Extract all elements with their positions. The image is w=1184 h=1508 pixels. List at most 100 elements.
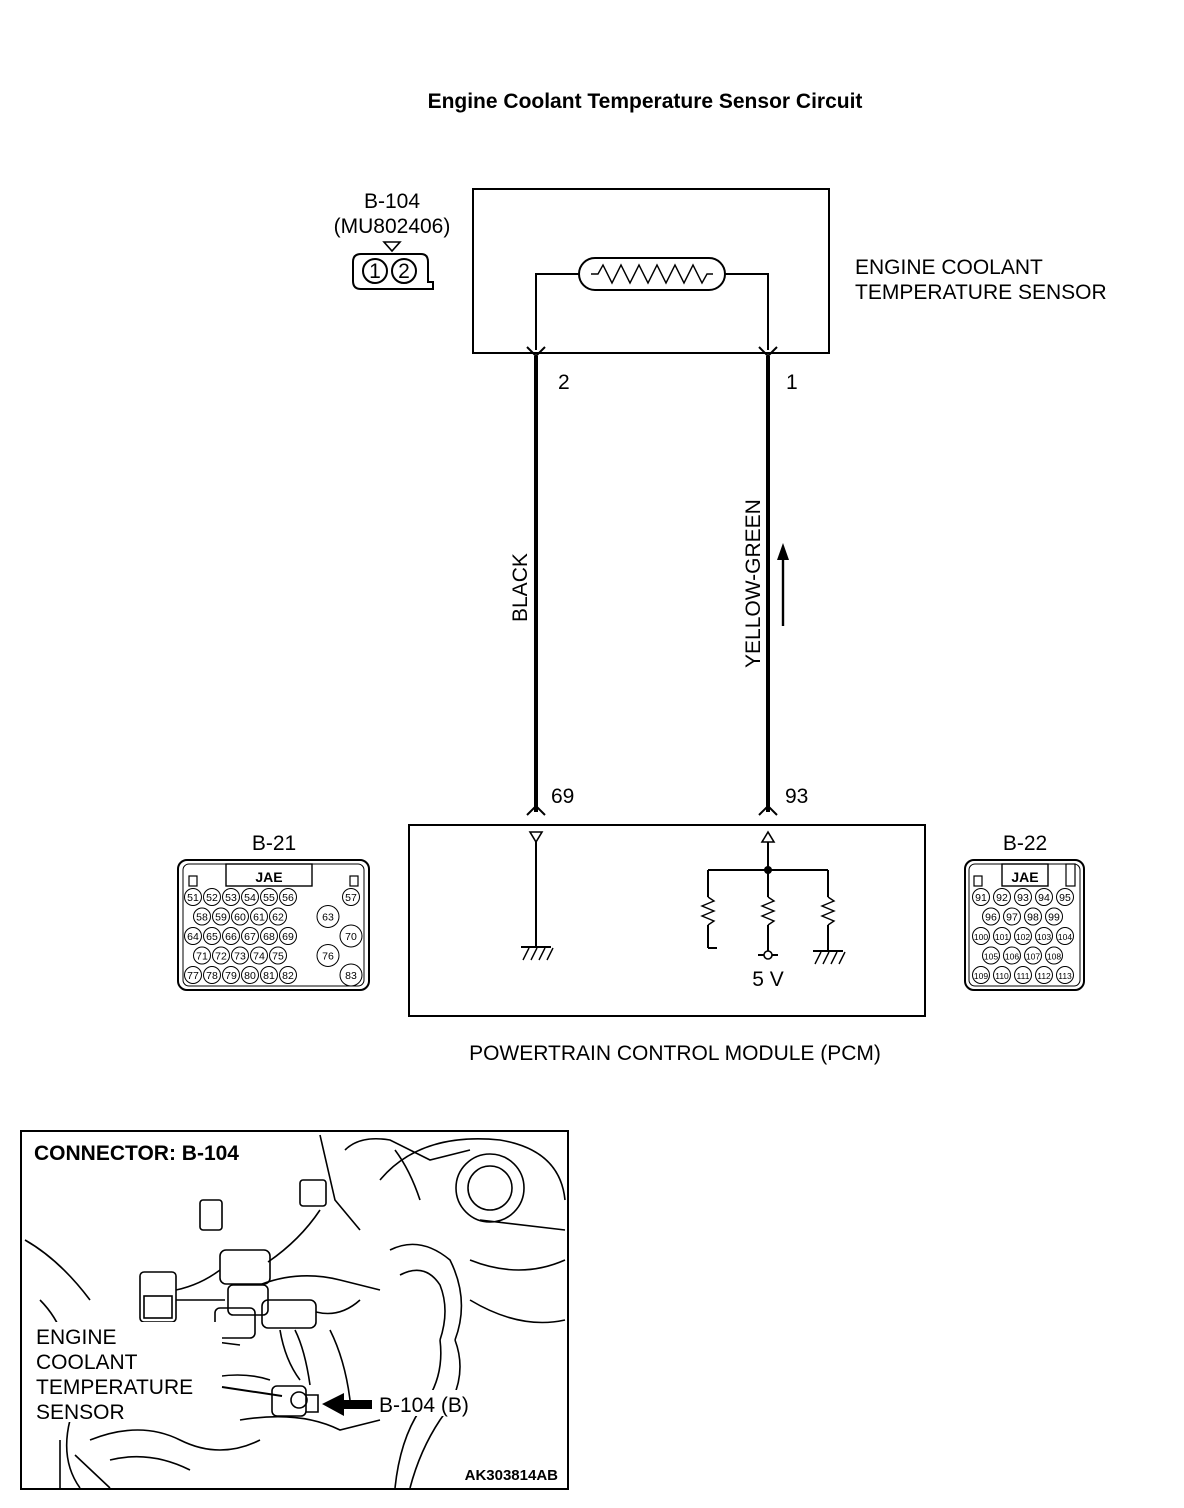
location-view-frame	[20, 1130, 569, 1490]
connector-pin-1: 1	[369, 260, 381, 283]
pin-number: 111	[1017, 971, 1030, 981]
pin-number: 97	[1006, 912, 1018, 924]
pin-number: 99	[1048, 912, 1060, 924]
pin-cavity	[1056, 888, 1074, 906]
pin-number: 79	[225, 970, 237, 982]
pin-number: 95	[1059, 892, 1071, 904]
pin-cavity	[1035, 888, 1053, 906]
supply-voltage-label: 5 V	[752, 968, 784, 991]
pin-number: 102	[1016, 932, 1030, 942]
pin-number: 110	[995, 971, 1009, 981]
pin-cavity	[982, 946, 1000, 965]
pin-number: 105	[984, 952, 998, 962]
callout-label: B-104 (B)	[379, 1394, 469, 1417]
connector-id-b21: B-21	[252, 832, 296, 855]
pin-number: 82	[282, 970, 294, 982]
pin-number: 107	[1026, 952, 1040, 962]
pin-cavity	[1045, 907, 1063, 926]
pin-cavity	[203, 966, 221, 984]
sensor-label-line2: TEMPERATURE SENSOR	[855, 281, 1107, 304]
pin-number: 108	[1047, 952, 1061, 962]
pin-cavity	[993, 927, 1011, 945]
pcm-terminal-93-arrow	[758, 804, 778, 816]
pin-number: 112	[1037, 971, 1051, 981]
pin-number: 60	[234, 912, 246, 924]
pin-cavity	[203, 888, 221, 906]
pin-cavity	[231, 907, 249, 926]
sensor-pin-1-label: 1	[786, 371, 798, 394]
figure-code: AK303814AB	[465, 1467, 559, 1484]
pin-number: 65	[206, 931, 218, 943]
pin-cavity	[1003, 907, 1021, 926]
callout-backdrop	[376, 1390, 488, 1416]
pin-number: 72	[215, 951, 227, 963]
pin-cavity	[993, 888, 1011, 906]
pin-cavity	[1014, 966, 1032, 984]
pin-number: 83	[345, 970, 357, 982]
pin-cavity	[972, 927, 990, 945]
pin-number: 75	[272, 951, 284, 963]
pin-number: 96	[985, 912, 997, 924]
pin-cavity	[1056, 966, 1074, 984]
pin-cavity	[222, 966, 240, 984]
pin-number: 76	[322, 951, 334, 963]
pin-cavity	[269, 946, 287, 965]
pin-number: 59	[215, 912, 227, 924]
pin-number: 74	[253, 951, 265, 963]
pin-number: 55	[263, 892, 275, 904]
pin-cavity	[241, 927, 259, 945]
pin-number: 67	[244, 931, 256, 943]
diagram-title: Engine Coolant Temperature Sensor Circui…	[428, 90, 863, 113]
pcm-input-circuit	[700, 830, 846, 965]
pin-number: 68	[263, 931, 275, 943]
pin-cavity	[1045, 946, 1063, 965]
wire-color-black: BLACK	[509, 553, 532, 622]
pin-cavity	[1014, 927, 1032, 945]
pcm-ground-circuit	[521, 831, 554, 961]
pin-cavity	[1003, 946, 1021, 965]
location-view-heading: CONNECTOR: B-104	[34, 1142, 239, 1165]
pin-number: 109	[974, 971, 988, 981]
pin-cavity	[260, 966, 278, 984]
pin-number: 70	[345, 931, 357, 943]
component-label-line4: SENSOR	[36, 1401, 125, 1424]
connector-pin-2: 2	[398, 260, 410, 283]
pin-cavity	[260, 888, 278, 906]
sensor-box	[472, 188, 830, 354]
pin-number: 113	[1058, 971, 1072, 981]
pin-cavity	[250, 907, 268, 926]
engine-bay-illustration	[24, 1134, 566, 1489]
pin-cavity	[193, 907, 211, 926]
component-leader-line	[221, 1386, 283, 1397]
pin-number: 73	[234, 951, 246, 963]
pin-cavity	[222, 927, 240, 945]
pin-cavity	[212, 946, 230, 965]
pin-cavity	[972, 966, 990, 984]
pin-number: 106	[1005, 952, 1019, 962]
pin-cavity	[222, 888, 240, 906]
component-label-block: ENGINE COOLANT TEMPERATURE SENSOR	[34, 1322, 222, 1424]
pin-number: 103	[1037, 932, 1051, 942]
pin-cavity	[1024, 907, 1042, 926]
pin-cavity	[339, 963, 363, 987]
thermistor-symbol	[535, 257, 769, 350]
pin-cavity	[241, 966, 259, 984]
pin-cavity	[972, 888, 990, 906]
pin-number: 57	[345, 892, 357, 904]
pin-number: 94	[1038, 892, 1050, 904]
pin-cavity	[993, 966, 1011, 984]
pin-cavity	[1035, 927, 1053, 945]
connector-maker-b22: JAE	[1011, 869, 1038, 885]
sensor-connector-b104: B-104 (MU802406) 1 2	[334, 190, 450, 290]
pin-cavity	[184, 888, 202, 906]
callout-arrow	[322, 1393, 372, 1416]
pin-number: 92	[996, 892, 1008, 904]
pin-cavity	[1056, 927, 1074, 945]
pin-number: 78	[206, 970, 218, 982]
pin-cavity	[1024, 946, 1042, 965]
pin-cavity	[279, 927, 297, 945]
pin-cavity	[231, 946, 249, 965]
pin-cavity	[203, 927, 221, 945]
